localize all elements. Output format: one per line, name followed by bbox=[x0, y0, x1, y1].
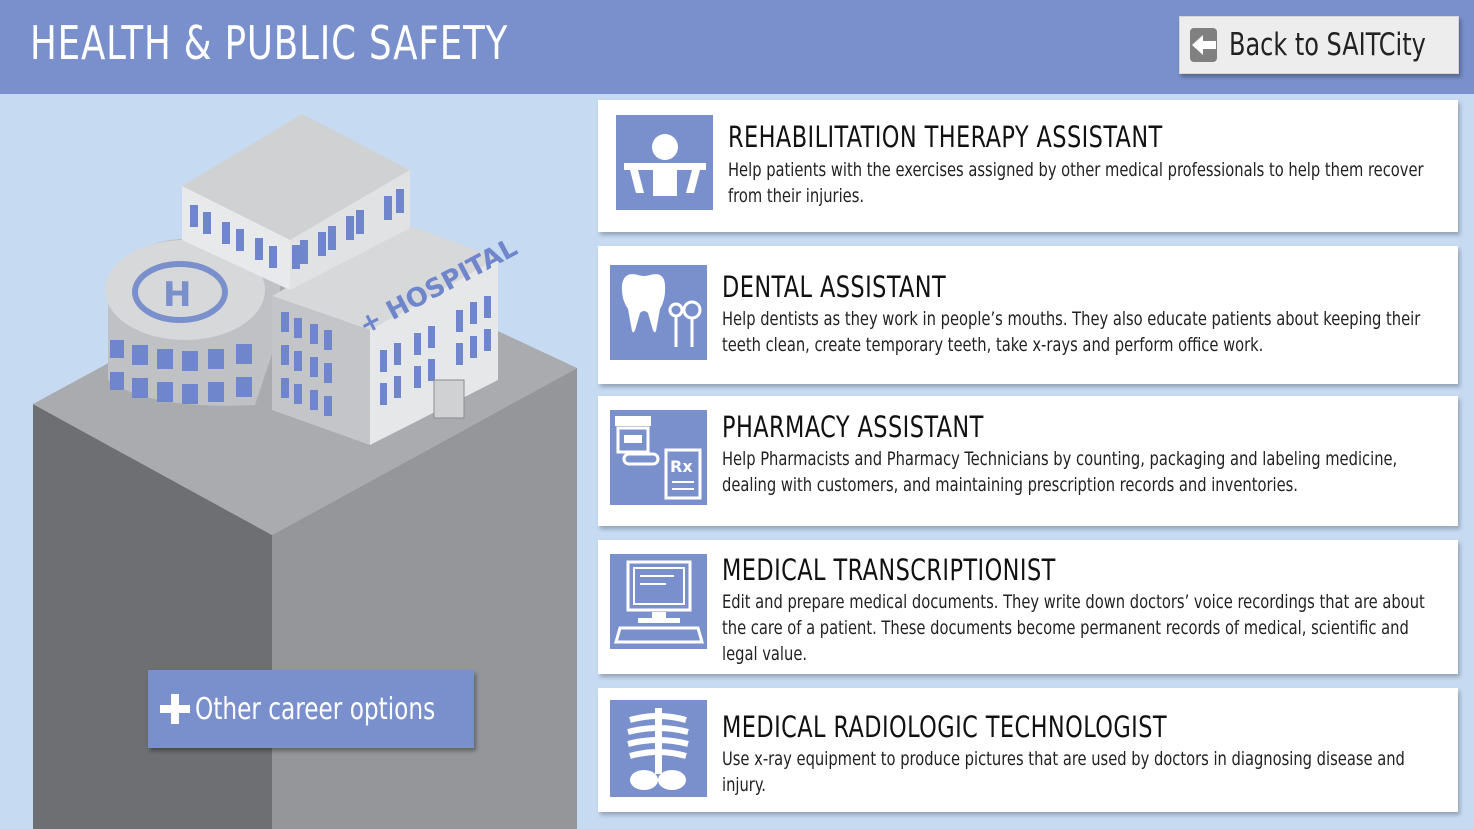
xray-skeleton-icon bbox=[610, 700, 707, 797]
plus-icon bbox=[160, 694, 190, 724]
career-description: Edit and prepare medical documents. They… bbox=[722, 591, 1425, 665]
header-bar: HEALTH & PUBLIC SAFETY Back to SAITCity bbox=[0, 0, 1474, 94]
career-card-transcriptionist[interactable]: MEDICAL TRANSCRIPTIONIST Edit and prepar… bbox=[598, 540, 1458, 674]
back-button-label: Back to SAITCity bbox=[1229, 27, 1426, 63]
career-title: MEDICAL TRANSCRIPTIONIST bbox=[722, 553, 1056, 587]
svg-text:Rx: Rx bbox=[670, 457, 693, 476]
career-card-rehabilitation[interactable]: REHABILITATION THERAPY ASSISTANT Help pa… bbox=[598, 100, 1458, 232]
career-card-dental[interactable]: DENTAL ASSISTANT Help dentists as they w… bbox=[598, 246, 1458, 384]
career-description: Use x-ray equipment to produce pictures … bbox=[722, 748, 1405, 796]
career-description: Help patients with the exercises assigne… bbox=[728, 159, 1424, 207]
other-career-options-label: Other career options bbox=[194, 691, 435, 727]
career-description: Help Pharmacists and Pharmacy Technician… bbox=[722, 448, 1398, 496]
back-button[interactable]: Back to SAITCity bbox=[1179, 16, 1459, 74]
prescription-icon: Rx bbox=[610, 410, 707, 505]
career-title: MEDICAL RADIOLOGIC TECHNOLOGIST bbox=[722, 710, 1168, 744]
career-title: PHARMACY ASSISTANT bbox=[722, 410, 984, 444]
back-arrow-icon bbox=[1190, 28, 1218, 62]
other-career-options-button[interactable]: Other career options bbox=[148, 670, 474, 748]
therapist-icon bbox=[616, 115, 713, 210]
career-card-radiologic[interactable]: MEDICAL RADIOLOGIC TECHNOLOGIST Use x-ra… bbox=[598, 688, 1458, 812]
page-title: HEALTH & PUBLIC SAFETY bbox=[30, 16, 509, 70]
svg-text:H: H bbox=[163, 275, 191, 315]
tooth-icon bbox=[610, 265, 707, 360]
career-title: REHABILITATION THERAPY ASSISTANT bbox=[728, 120, 1163, 154]
career-description: Help dentists as they work in people’s m… bbox=[722, 308, 1421, 356]
career-card-pharmacy[interactable]: Rx PHARMACY ASSISTANT Help Pharmacists a… bbox=[598, 396, 1458, 526]
computer-icon bbox=[610, 554, 707, 649]
career-title: DENTAL ASSISTANT bbox=[722, 270, 947, 304]
